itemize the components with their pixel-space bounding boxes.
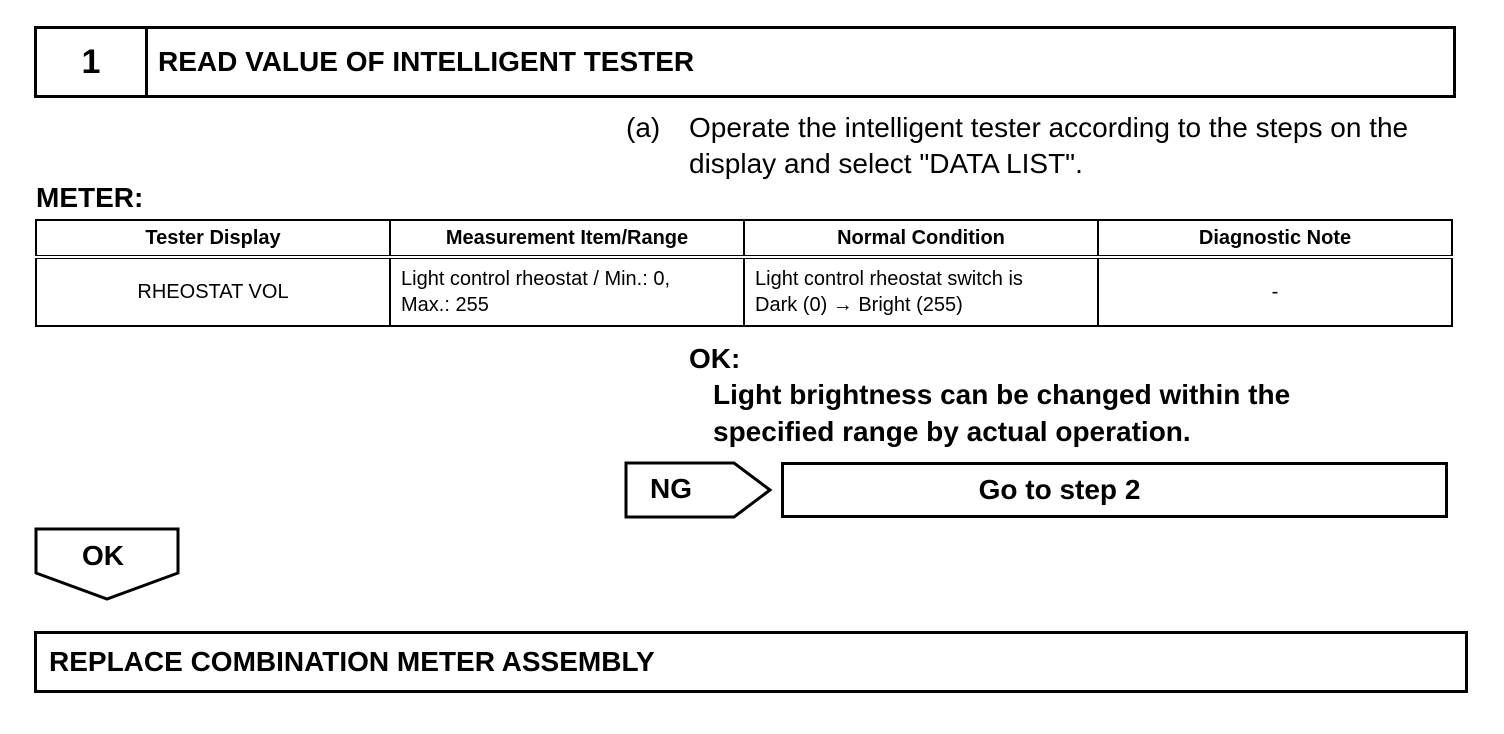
replace-action-box: REPLACE COMBINATION METER ASSEMBLY	[34, 631, 1468, 693]
ok-condition: OK: Light brightness can be changed with…	[689, 342, 1429, 450]
measurement-line-2: Max.: 255	[401, 294, 489, 316]
step-title: READ VALUE OF INTELLIGENT TESTER	[158, 46, 695, 77]
cell-normal-condition: Light control rheostat switch is Dark (0…	[743, 256, 1099, 327]
header-diagnostic-note: Diagnostic Note	[1097, 219, 1453, 258]
header-normal-condition: Normal Condition	[743, 219, 1099, 258]
measurement-line-1: Light control rheostat / Min.: 0,	[401, 268, 671, 290]
table-header-row: Tester Display Measurement Item/Range No…	[35, 219, 1453, 258]
header-measurement-item: Measurement Item/Range	[389, 219, 745, 258]
section-label-meter: METER:	[36, 182, 144, 213]
instruction-text: Operate the intelligent tester according…	[689, 112, 1409, 179]
ng-arrow-icon	[624, 461, 773, 519]
ok-condition-line-2: specified range by actual operation.	[713, 416, 1191, 447]
cell-diagnostic-note: -	[1097, 256, 1453, 327]
ok-arrow-label: OK	[82, 540, 124, 571]
normal-line-1: Light control rheostat switch is	[755, 268, 1023, 290]
ng-label: NG	[650, 473, 692, 504]
instruction-label: (a)	[626, 112, 661, 143]
instruction-a: (a) Operate the intelligent tester accor…	[626, 110, 1446, 182]
cell-measurement-item: Light control rheostat / Min.: 0, Max.: …	[389, 256, 745, 327]
step-number: 1	[37, 29, 148, 95]
step-header: 1 READ VALUE OF INTELLIGENT TESTER	[34, 26, 1456, 98]
header-tester-display: Tester Display	[35, 219, 391, 258]
ok-down-arrow-icon	[34, 527, 180, 601]
normal-line-2: Dark (0) → Bright (255)	[755, 294, 963, 316]
cell-tester-display: RHEOSTAT VOL	[35, 256, 391, 327]
ok-condition-line-1: Light brightness can be changed within t…	[713, 379, 1291, 410]
ok-condition-label: OK:	[689, 343, 741, 374]
table-row: RHEOSTAT VOL Light control rheostat / Mi…	[35, 256, 1453, 327]
data-list-table: Tester Display Measurement Item/Range No…	[35, 219, 1453, 327]
goto-step-2-link[interactable]: Go to step 2	[781, 462, 1448, 518]
